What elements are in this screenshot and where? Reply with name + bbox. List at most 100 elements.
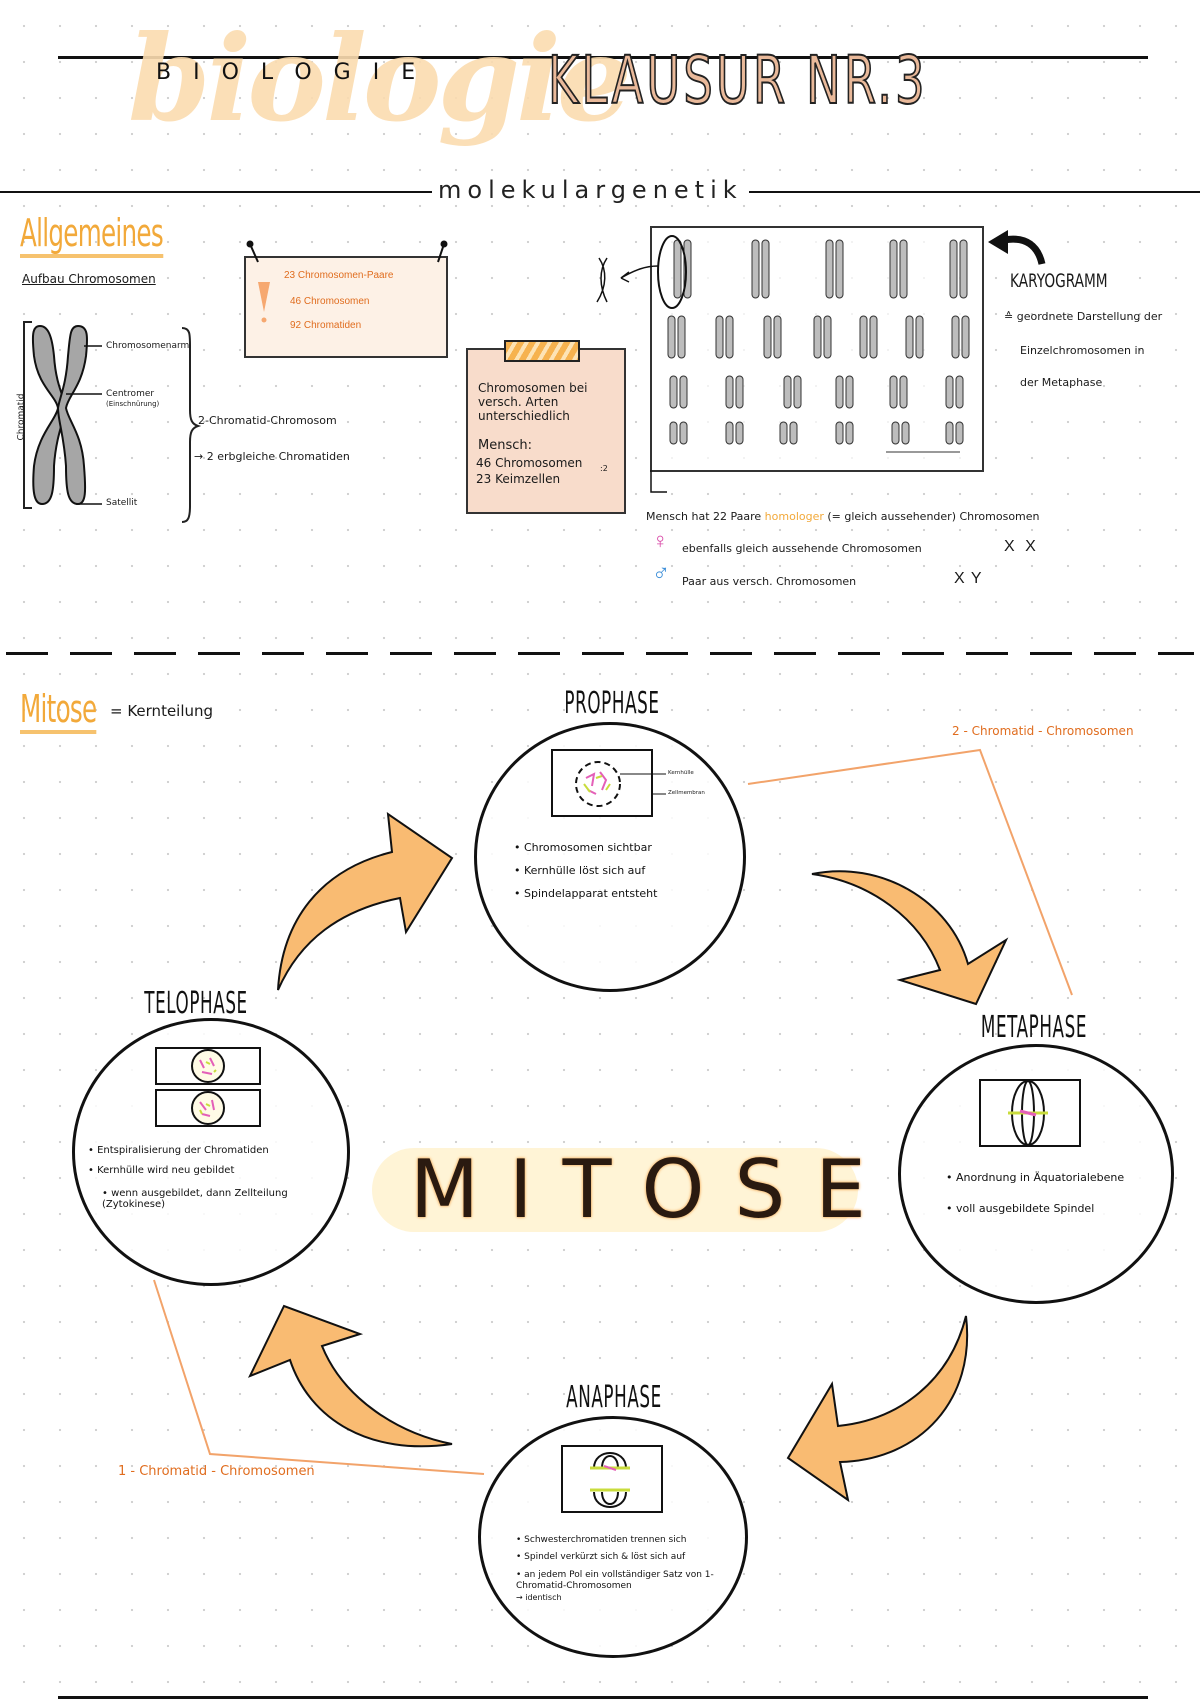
header-top-rule (58, 56, 1148, 59)
karyogram-chromosome (735, 375, 744, 409)
anaphase-bullet-4: → identisch (516, 1592, 562, 1602)
karyogram-chromosomes (667, 239, 970, 453)
arrow-prophase-to-metaphase-icon (811, 870, 1009, 1006)
karyogram-chromosome (845, 375, 854, 409)
karyogram-chromosome (835, 375, 844, 409)
karyogram-chromosome (825, 239, 834, 299)
section-divider (6, 652, 1194, 655)
karyogram-chromosome (899, 239, 908, 299)
curly-brace (181, 327, 202, 523)
prophase-title: PROPHASE (564, 686, 660, 721)
male-symbol-icon: ♂ (652, 560, 670, 587)
arrow-telophase-to-prophase-icon (277, 811, 454, 991)
sticky-note: Chromosomen bei versch. Arten unterschie… (466, 348, 626, 514)
leader-two-chromatid (747, 748, 1073, 996)
metaphase-bullet-1: • Anordnung in Äquatorialebene (946, 1171, 1125, 1184)
tape-strip (504, 340, 580, 362)
page-title: KLAUSUR NR.3 (547, 42, 928, 119)
karyogram-chromosome (667, 315, 676, 359)
karyogram-chromosome (783, 375, 792, 409)
subheading-aufbau-chromosomen: Aufbau Chromosomen (22, 272, 156, 286)
karyogram-chromosome (715, 315, 724, 359)
karyogram-chromosome (891, 421, 900, 445)
karyogram-chromosome (669, 421, 678, 445)
spaced-title-biologie: BIOLOGIE (156, 60, 438, 85)
label-satellit: Satellit (106, 498, 138, 508)
label-one-chromatid: 1 - Chromatid - Chromosomen (118, 1464, 315, 1479)
karyogram-chromosome (773, 315, 782, 359)
metaphase-bullets: • Anordnung in Äquatorialebene • voll au… (946, 1172, 1124, 1226)
anaphase-bullet-2: • Spindel verkürzt sich & löst sich auf (516, 1552, 686, 1562)
page-subtitle: molekulargenetik (432, 176, 749, 204)
telophase-cell-diagram (155, 1047, 261, 1127)
footer-rule (58, 1696, 1148, 1699)
prophase-bullet-1: • Chromosomen sichtbar (514, 841, 652, 854)
metaphase-bullet-2: • voll ausgebildete Spindel (946, 1202, 1095, 1215)
karyogramm-definition-1: ≙ geordnete Darstellung der (1004, 310, 1163, 323)
karyogram-chromosome (793, 375, 802, 409)
karyogram-chromosome (669, 375, 678, 409)
pinned-note: 23 Chromosomen-Paare 46 Chromosomen 92 C… (244, 256, 448, 358)
mitose-definition: = Kernteilung (110, 702, 214, 720)
telophase-bullet-2: • Kernhülle wird neu gebildet (88, 1165, 235, 1176)
karyogram-chromosome (763, 315, 772, 359)
sticky-note-text-1: Chromosomen bei versch. Arten unterschie… (478, 381, 588, 423)
section-heading-allgemeines: Allgemeines (20, 214, 164, 258)
karyogram-chromosome (835, 239, 844, 299)
mitose-center-label: MITOSE (410, 1143, 896, 1236)
homolog-note: Mensch hat 22 Paare homologer (= gleich … (646, 510, 1040, 523)
prophase-bullets: • Chromosomen sichtbar • Kernhülle löst … (514, 842, 657, 911)
mitose-banner (372, 1148, 858, 1232)
karyogram-chromosome (725, 315, 734, 359)
karyogram-chromosome (955, 375, 964, 409)
sticky-note-text-2: Mensch: (478, 438, 532, 453)
curved-arrow-icon (988, 230, 1046, 265)
label-centromer: Centromer (106, 389, 155, 399)
label-centromer-sub: (Einschnürung) (106, 400, 160, 408)
telophase-bullets: • Entspiralisierung der Chromatiden • Ke… (88, 1146, 328, 1222)
homolog-note-prefix: Mensch hat 22 Paare (646, 510, 765, 523)
female-symbol-icon: ♀ (652, 528, 669, 553)
prophase-label-zellmembran: Zellmembran (668, 790, 705, 796)
karyogram-chromosome (889, 239, 898, 299)
section-heading-mitose: Mitose (20, 690, 97, 734)
karyogram-chromosome (679, 375, 688, 409)
karyogram-chromosome (677, 315, 686, 359)
karyogramm-definition-2: Einzelchromosomen in (1020, 344, 1145, 357)
telophase-circle (72, 1018, 350, 1286)
telophase-title: TELOPHASE (144, 986, 248, 1021)
karyogram-chromosome (679, 421, 688, 445)
karyogram-chromosome (823, 315, 832, 359)
karyogram-chromosome (959, 239, 968, 299)
karyogram-chromosome (955, 421, 964, 445)
telophase-bullet-3: • wenn ausgebildet, dann Zellteilung (Zy… (102, 1188, 288, 1210)
male-text: Paar aus versch. Chromosomen (682, 575, 857, 588)
karyogram-chromosome (845, 421, 854, 445)
sticky-note-text-4: 23 Keimzellen (476, 472, 561, 486)
anaphase-bullet-1: • Schwesterchromatiden trennen sich (516, 1535, 687, 1545)
karyogram-chromosome (889, 375, 898, 409)
script-title-biologie: biologie (128, 9, 632, 148)
karyogram-chromosome (945, 375, 954, 409)
arrow-anaphase-to-telophase-icon (247, 1304, 453, 1448)
karyogram-chromosome (869, 315, 878, 359)
homolog-highlight: homologer (764, 510, 824, 523)
karyogram-chromosome (859, 315, 868, 359)
chromosome-bracket (23, 321, 32, 509)
prophase-bullet-2: • Kernhülle löst sich auf (514, 864, 646, 877)
karyogram-chromosome (961, 315, 970, 359)
karyogram-chromosome (761, 239, 770, 299)
arrow-metaphase-to-anaphase-icon (786, 1315, 969, 1503)
brace-line-erbgleich: → 2 erbgleiche Chromatiden (194, 450, 350, 463)
metaphase-cell-diagram (979, 1079, 1081, 1147)
karyogramm-definition-3: der Metaphase (1020, 376, 1103, 389)
karyogram-chromosome (735, 421, 744, 445)
chromosome-diagram (23, 321, 102, 509)
male-chromosomes: X Y (954, 570, 982, 587)
karyogram-callout (596, 235, 687, 493)
pin-icon (246, 240, 448, 263)
anaphase-bullets: • Schwesterchromatiden trennen sich • Sp… (516, 1536, 716, 1614)
prophase-bullet-3: • Spindelapparat entsteht (514, 887, 658, 900)
pinned-note-line-1: 23 Chromosomen-Paare (284, 270, 394, 281)
